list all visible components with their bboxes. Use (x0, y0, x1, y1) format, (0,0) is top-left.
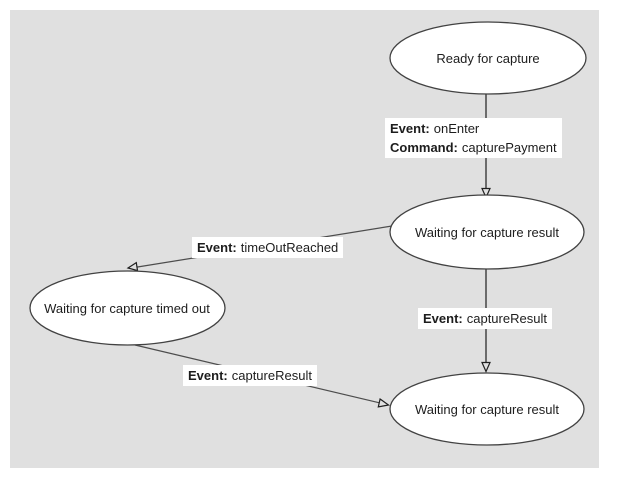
arrowhead-timeoutreached (126, 261, 139, 272)
transition-label-row: Command:capturePayment (390, 138, 557, 157)
arrowhead-captureresult-diagonal (377, 397, 390, 408)
state-ellipse-waiting-for-capture-timed-out (29, 270, 226, 346)
transition-label-captureresult-diagonal: Event:captureResult (183, 365, 317, 386)
transition-label-row: Event:captureResult (423, 309, 547, 328)
command-key: Command: (390, 140, 458, 155)
arrowhead-onenter (481, 187, 491, 199)
state-ellipse-waiting-for-capture-result-final (389, 372, 585, 446)
state-diagram-canvas: Ready for capture Waiting for capture re… (10, 10, 599, 468)
event-value: captureResult (231, 368, 312, 383)
transition-label-captureresult-vertical: Event:captureResult (418, 308, 552, 329)
event-key: Event: (423, 311, 463, 326)
state-ellipse-waiting-for-capture-result (389, 194, 585, 270)
event-key: Event: (390, 121, 430, 136)
event-value: timeOutReached (240, 240, 339, 255)
transition-label-row: Event:onEnter (390, 119, 557, 138)
state-ellipse-ready-for-capture (389, 21, 587, 95)
arrowhead-captureresult-vertical (481, 361, 491, 373)
event-key: Event: (197, 240, 237, 255)
transition-label-row: Event:timeOutReached (197, 238, 338, 257)
state-diagram-shapes (29, 21, 587, 446)
event-value: onEnter (433, 121, 480, 136)
transition-label-row: Event:captureResult (188, 366, 312, 385)
event-value: captureResult (466, 311, 547, 326)
command-value: capturePayment (461, 140, 557, 155)
event-key: Event: (188, 368, 228, 383)
transition-label-onenter-capturepayment: Event:onEnter Command:capturePayment (385, 118, 562, 158)
transition-label-timeoutreached: Event:timeOutReached (192, 237, 344, 258)
